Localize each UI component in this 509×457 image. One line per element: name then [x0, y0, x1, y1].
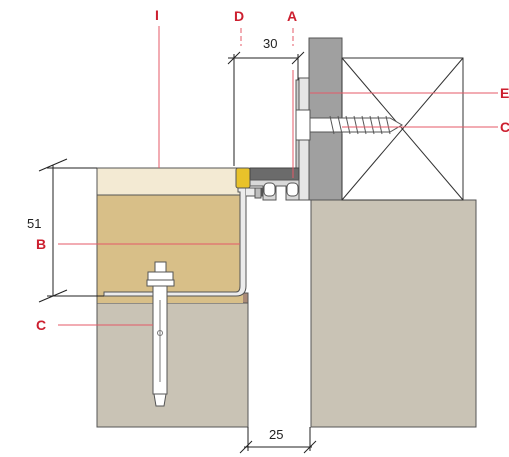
label-B: B: [36, 236, 46, 252]
screed-layer: [97, 195, 243, 303]
left-concrete-slab: [96, 302, 249, 428]
dimension-bottom: [239, 427, 317, 454]
insert-yellow: [235, 167, 251, 189]
anchor-bolt: [146, 261, 175, 407]
dimension-left-value: 51: [27, 216, 41, 231]
aluminium-profile: [103, 187, 247, 297]
dimension-top-value: 30: [263, 36, 277, 51]
label-D: D: [234, 8, 244, 24]
label-C-left: C: [36, 317, 46, 333]
dimension-bottom-value: 25: [269, 427, 283, 442]
joint-insert: [235, 167, 300, 201]
right-concrete-slab: [310, 199, 477, 428]
label-E: E: [500, 85, 509, 101]
dimension-top: [227, 51, 305, 166]
label-A: A: [287, 8, 297, 24]
fixing-screw: [295, 109, 403, 141]
tile-layer: [96, 167, 241, 196]
dimension-left: [38, 158, 104, 303]
label-C-right: C: [500, 119, 509, 135]
label-I: I: [155, 7, 159, 23]
